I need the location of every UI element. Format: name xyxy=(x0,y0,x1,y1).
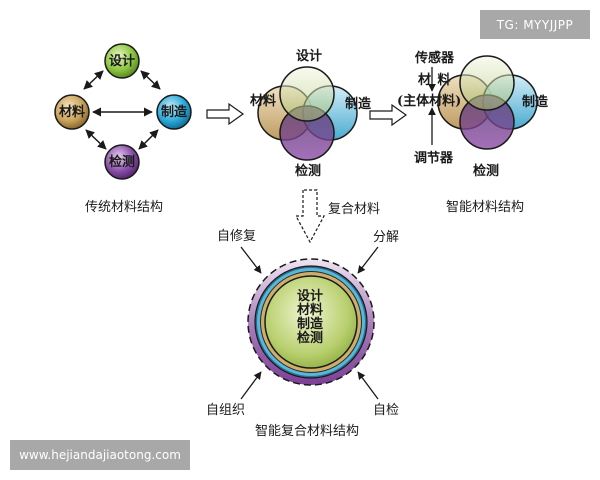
arrow-manufacture-inspection xyxy=(138,129,159,150)
node-manufacture xyxy=(156,94,192,130)
composite-venn xyxy=(257,66,358,161)
node-inspection-label: 检测 xyxy=(108,155,135,170)
node-manufacture-label: 制造 xyxy=(160,105,187,120)
self-repair-label: 自修复 xyxy=(217,229,257,244)
self-check-arrow xyxy=(357,371,379,400)
composite-label: 复合材料 xyxy=(328,202,381,217)
node-material-label: 材料 xyxy=(58,105,85,120)
smart-material-label: 材 料 xyxy=(418,73,452,88)
decompose-label: 分解 xyxy=(373,230,400,245)
node-material xyxy=(54,94,90,130)
smart-main-material-label: (主体材料) xyxy=(397,94,462,109)
core-line-inspection: 检测 xyxy=(296,331,323,346)
self-repair-arrow xyxy=(240,246,262,274)
core-line-material: 材料 xyxy=(296,303,323,318)
core-line-manufacture: 制造 xyxy=(296,317,323,332)
arrow-material-inspection xyxy=(85,129,107,150)
node-inspection xyxy=(104,144,140,180)
self-organize-label: 自组织 xyxy=(206,403,246,418)
self-check-label: 自检 xyxy=(373,403,400,418)
venn-material-label: 材料 xyxy=(250,94,277,109)
decompose-arrow xyxy=(357,246,379,274)
core-line-design: 设计 xyxy=(296,289,323,304)
right-arrow-1-icon xyxy=(206,102,245,126)
venn-manufacture-label: 制造 xyxy=(345,97,372,112)
traditional-structure xyxy=(54,43,192,180)
down-arrow-icon xyxy=(294,189,326,244)
core-text: 设计 材料 制造 检测 xyxy=(290,290,330,346)
arrow-design-material xyxy=(83,70,104,90)
watermark-tg: TG: MYYJJPP xyxy=(480,10,590,39)
smart-manufacture-label: 制造 xyxy=(522,95,549,110)
traditional-caption: 传统材料结构 xyxy=(85,200,164,215)
watermark-url: www.hejiandajiaotong.com xyxy=(10,440,190,470)
sensor-label: 传感器 xyxy=(415,51,455,66)
arrow-design-manufacture xyxy=(140,70,161,90)
smart-composite-caption: 智能复合材料结构 xyxy=(255,424,360,439)
smart-caption: 智能材料结构 xyxy=(446,200,525,215)
smart-inspection-label: 检测 xyxy=(473,164,500,179)
right-arrow-2-icon xyxy=(369,103,408,127)
venn-design-label: 设计 xyxy=(296,49,323,64)
regulator-label: 调节器 xyxy=(414,151,454,166)
core-circle xyxy=(264,275,358,369)
venn-inspection-label: 检测 xyxy=(295,164,322,179)
node-design xyxy=(104,43,140,79)
node-design-label: 设计 xyxy=(108,54,135,69)
self-organize-arrow xyxy=(240,371,262,400)
smart-composite-rings xyxy=(247,258,375,386)
smart-venn xyxy=(428,55,538,150)
